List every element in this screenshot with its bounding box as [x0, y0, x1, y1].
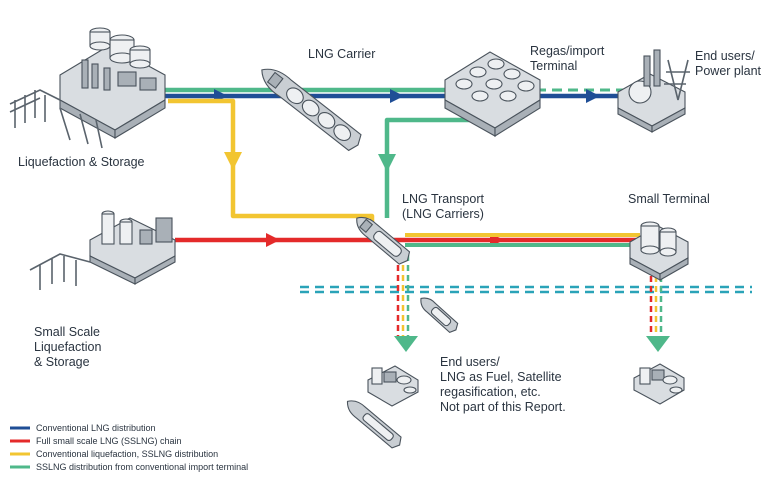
dashed-drop-transport — [394, 255, 418, 352]
lng-transport-ship-icon — [356, 216, 411, 265]
label-fuel-1: End users/ — [440, 355, 500, 369]
lng-carrier-ship-icon — [261, 68, 362, 152]
legend-label-green: SSLNG distribution from conventional imp… — [36, 462, 248, 472]
blue-arrow-2 — [390, 89, 404, 103]
label-end-users-2: Power plant — [695, 64, 762, 78]
legend-label-yellow: Conventional liquefaction, SSLNG distrib… — [36, 449, 218, 459]
label-fuel-2: LNG as Fuel, Satellite — [440, 370, 562, 384]
small-terminal-icon — [629, 221, 689, 281]
label-fuel-4: Not part of this Report. — [440, 400, 566, 414]
lower-ship-icon — [346, 400, 402, 449]
green-arrow-terminal — [646, 336, 670, 352]
label-small-scale-1: Small Scale — [34, 325, 100, 339]
green-route — [378, 117, 470, 218]
yellow-arrow-down — [224, 152, 242, 170]
label-small-scale-2: Liquefaction — [34, 340, 101, 354]
green-line-down — [384, 117, 470, 218]
label-regas-1: Regas/import — [530, 44, 605, 58]
label-small-terminal: Small Terminal — [628, 192, 710, 206]
label-small-scale-3: & Storage — [34, 355, 90, 369]
label-liquefaction: Liquefaction & Storage — [18, 155, 145, 169]
liquefaction-plant-icon — [9, 27, 166, 149]
regas-terminal-icon — [444, 51, 541, 137]
legend: Conventional LNG distribution Full small… — [10, 423, 248, 472]
red-arrow-1 — [266, 233, 280, 247]
label-regas-2: Terminal — [530, 59, 577, 73]
label-end-users-1: End users/ — [695, 49, 755, 63]
green-arrow-down — [378, 154, 396, 172]
label-transport-2: (LNG Carriers) — [402, 207, 484, 221]
power-plant-icon — [617, 49, 690, 133]
small-feeder-ship-icon — [420, 297, 459, 333]
green-arrow-transport — [394, 336, 418, 352]
blue-arrow-3 — [586, 89, 600, 103]
label-fuel-3: regasification, etc. — [440, 385, 541, 399]
label-lng-carrier: LNG Carrier — [308, 47, 375, 61]
small-scale-plant-icon — [29, 210, 176, 290]
legend-label-blue: Conventional LNG distribution — [36, 423, 156, 433]
legend-label-red: Full small scale LNG (SSLNG) chain — [36, 436, 182, 446]
terminal-consumer-icon — [633, 363, 685, 405]
dashed-drop-terminal — [646, 276, 670, 352]
label-transport-1: LNG Transport — [402, 192, 485, 206]
fuel-station-icon — [367, 365, 419, 407]
